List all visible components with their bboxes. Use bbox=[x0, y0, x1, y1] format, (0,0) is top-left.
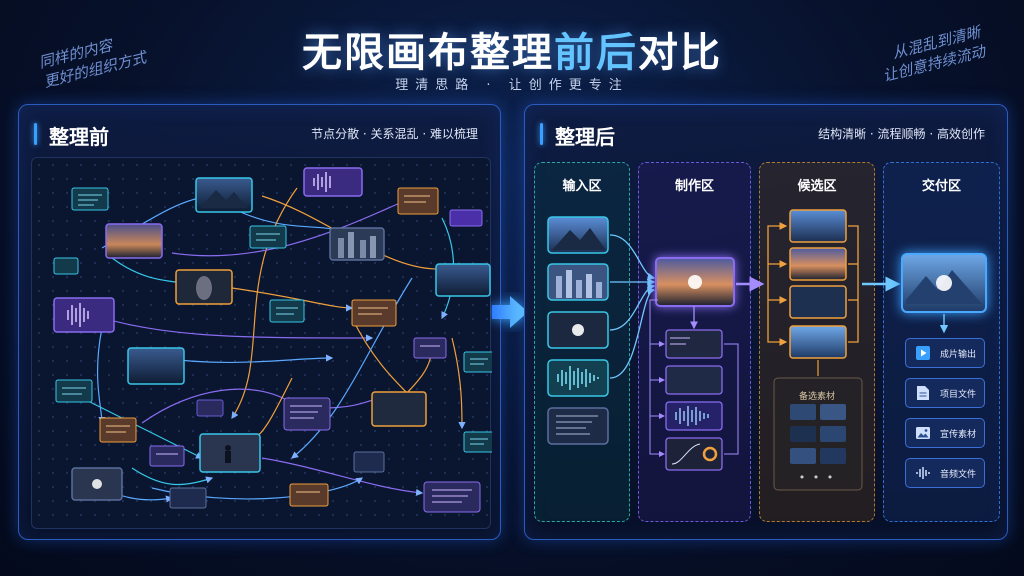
figure-image-node[interactable] bbox=[371, 391, 427, 427]
deliverable-label: 项目文件 bbox=[940, 389, 977, 400]
text-node[interactable] bbox=[169, 487, 207, 509]
text-node-lines bbox=[62, 194, 488, 445]
image-icon bbox=[916, 426, 930, 440]
link bbox=[131, 467, 214, 486]
title-part-2: 前后 bbox=[554, 30, 638, 76]
image-nodes bbox=[71, 177, 491, 501]
text-node[interactable] bbox=[55, 379, 93, 403]
before-panel: 整理前 节点分散 · 关系混乱 · 难以梳理 bbox=[18, 104, 501, 540]
link bbox=[71, 307, 374, 342]
document-icon bbox=[916, 386, 930, 400]
before-title-accent-bar bbox=[34, 123, 37, 145]
after-title-accent-bar bbox=[540, 123, 543, 145]
title-part-1: 无限画布整理 bbox=[302, 30, 554, 76]
before-panel-title: 整理前 bbox=[49, 125, 109, 149]
shore-image-node[interactable] bbox=[127, 347, 185, 385]
title-part-3: 对比 bbox=[638, 30, 722, 76]
link bbox=[231, 287, 354, 312]
deliverable-video-output[interactable]: 成片输出 bbox=[905, 338, 985, 368]
deliverable-audio-file[interactable]: 音频文件 bbox=[905, 458, 985, 488]
text-node[interactable] bbox=[289, 483, 329, 507]
audio-node[interactable] bbox=[303, 167, 363, 197]
more-indicator: • • • bbox=[798, 471, 836, 484]
page-title: 无限画布整理前后对比 bbox=[0, 20, 1024, 78]
link bbox=[141, 388, 294, 424]
text-node[interactable] bbox=[71, 187, 109, 211]
text-node[interactable] bbox=[351, 299, 397, 327]
sea-image-node[interactable] bbox=[435, 263, 491, 297]
audio-wave-icon bbox=[916, 466, 930, 480]
audio-nodes bbox=[53, 167, 363, 333]
play-icon bbox=[916, 346, 930, 360]
deliverable-project-file[interactable]: 项目文件 bbox=[905, 378, 985, 408]
text-node[interactable] bbox=[249, 225, 287, 249]
orange-node-lines bbox=[106, 195, 430, 493]
link bbox=[231, 187, 298, 419]
text-node[interactable] bbox=[463, 351, 492, 373]
audio-wave-icon bbox=[313, 172, 331, 192]
input-zone-title: 输入区 bbox=[562, 179, 602, 194]
text-node[interactable] bbox=[196, 399, 224, 417]
messy-canvas[interactable] bbox=[31, 157, 492, 529]
deliverable-label: 宣传素材 bbox=[940, 429, 977, 440]
text-node[interactable] bbox=[463, 431, 492, 453]
text-node[interactable] bbox=[423, 481, 481, 513]
text-node[interactable] bbox=[397, 187, 439, 215]
link bbox=[171, 196, 414, 257]
after-panel-tagline: 结构清晰 · 流程顺畅 · 高效创作 bbox=[818, 127, 985, 141]
candidate-material-label: 备选素材 bbox=[798, 392, 835, 402]
deliverable-promo-material[interactable]: 宣传素材 bbox=[905, 418, 985, 448]
input-zone[interactable]: 输入区 bbox=[534, 162, 630, 522]
text-node[interactable] bbox=[413, 337, 447, 359]
text-node[interactable] bbox=[53, 257, 79, 275]
before-panel-tagline: 节点分散 · 关系混乱 · 难以梳理 bbox=[311, 127, 478, 141]
page-subtitle: 理清思路 · 让创作更专注 bbox=[395, 78, 629, 93]
text-node[interactable] bbox=[149, 445, 185, 467]
text-node[interactable] bbox=[283, 397, 331, 431]
link bbox=[261, 457, 424, 496]
audio-wave-icon bbox=[67, 303, 89, 327]
after-panel-title: 整理后 bbox=[555, 125, 615, 149]
deliverable-label: 成片输出 bbox=[940, 349, 977, 360]
link bbox=[96, 327, 106, 425]
text-node[interactable] bbox=[269, 299, 305, 323]
text-node[interactable] bbox=[353, 451, 385, 473]
candidate-zone[interactable]: 候选区 bbox=[759, 162, 875, 522]
portal-shape bbox=[196, 276, 212, 300]
deliverable-label: 音频文件 bbox=[940, 469, 977, 480]
play-icon[interactable] bbox=[92, 479, 102, 489]
text-node[interactable] bbox=[449, 209, 483, 227]
lake-image-node[interactable] bbox=[105, 223, 163, 259]
messy-canvas-graph bbox=[53, 167, 492, 513]
transition-arrow-icon bbox=[492, 296, 528, 328]
purple-node-lines bbox=[156, 345, 472, 503]
text-node[interactable] bbox=[99, 417, 137, 443]
make-zone-title: 制作区 bbox=[674, 179, 714, 194]
link bbox=[161, 354, 334, 364]
link bbox=[451, 337, 466, 430]
delivery-zone-title: 交付区 bbox=[921, 179, 961, 194]
mountain-shape bbox=[200, 190, 248, 208]
candidate-zone-title: 候选区 bbox=[797, 179, 837, 194]
make-zone[interactable]: 制作区 bbox=[638, 162, 751, 522]
